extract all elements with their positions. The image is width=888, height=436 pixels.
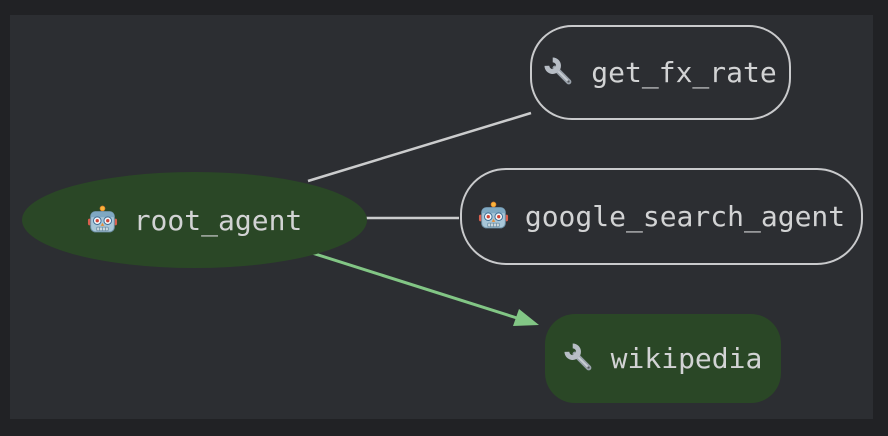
robot-icon [87,205,118,236]
node-wikipedia-label: wikipedia [610,342,763,375]
node-wikipedia[interactable]: wikipedia [545,314,781,403]
wrench-icon [564,343,595,374]
node-google-search-agent-label: google_search_agent [524,200,846,233]
edge-root-agent-to-wikipedia-arrowhead [513,309,539,326]
node-get-fx-rate[interactable]: get_fx_rate [530,25,791,120]
node-get-fx-rate-label: get_fx_rate [591,56,777,89]
edge-root-agent-to-get-fx-rate [307,111,532,183]
node-google-search-agent[interactable]: google_search_agent [460,168,863,265]
node-root-agent[interactable]: root_agent [22,172,367,268]
robot-icon [478,201,509,232]
node-root-agent-label: root_agent [133,203,303,237]
edge-root-agent-to-wikipedia [311,251,518,320]
wrench-icon [544,57,575,88]
